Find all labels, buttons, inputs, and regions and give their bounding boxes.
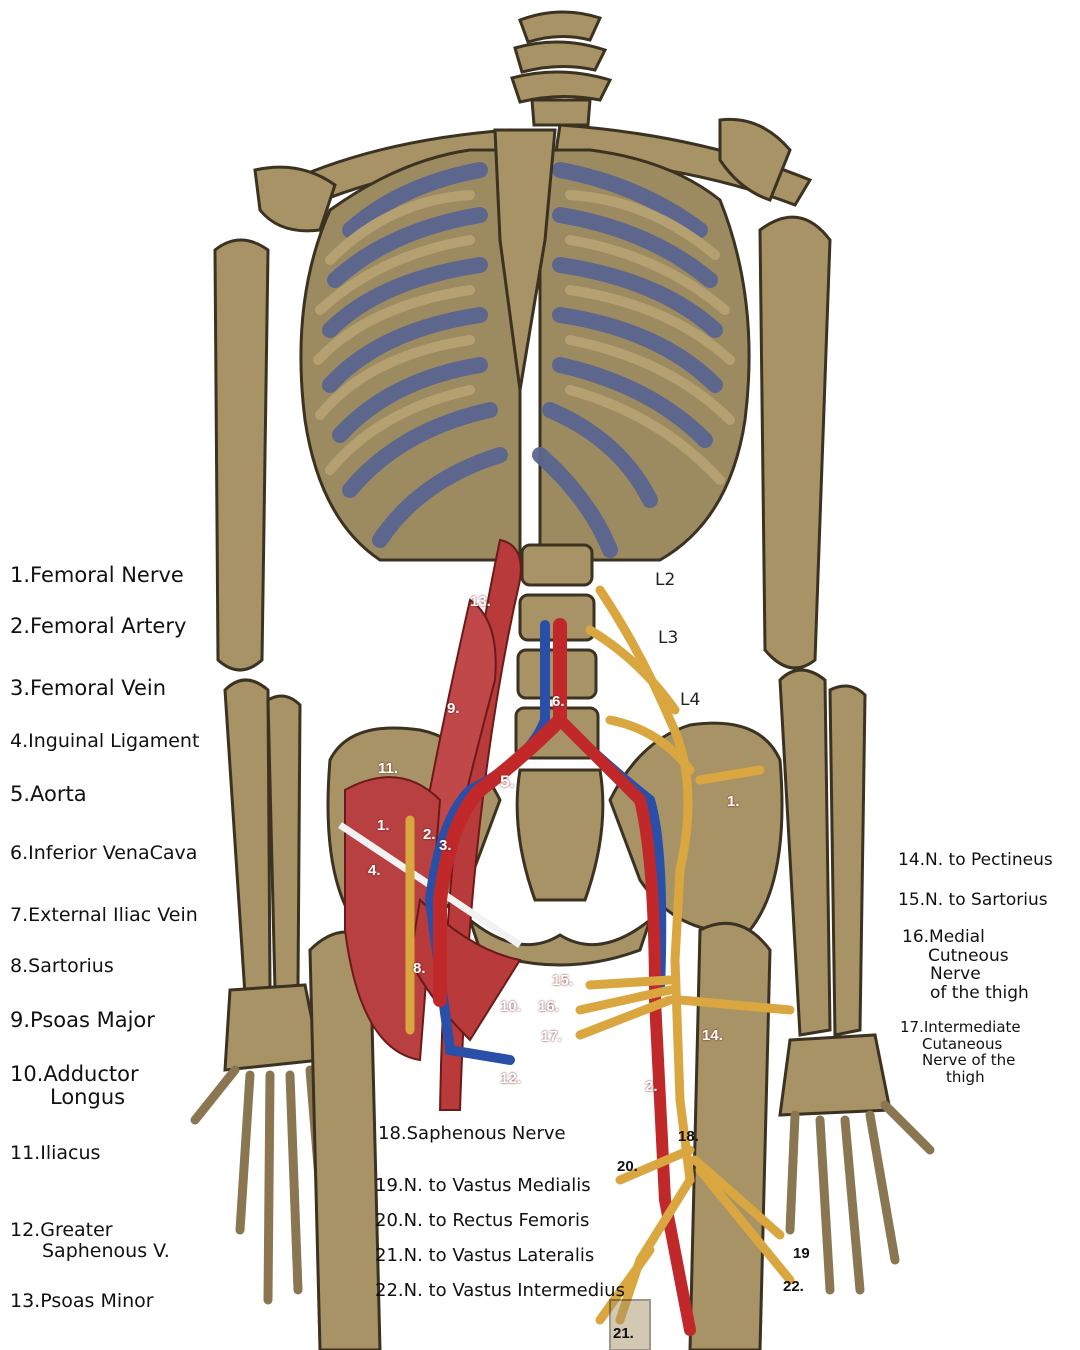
thigh-bones-lower — [609, 1299, 651, 1350]
legend-inguinal-ligament: 4.Inguinal Ligament — [10, 730, 200, 752]
marker-1-right: 1. — [727, 793, 740, 810]
legend-femoral-vein: 3.Femoral Vein — [10, 676, 167, 700]
vertebra-label-l4: L4 — [680, 690, 701, 710]
marker-10: 10. — [500, 998, 521, 1015]
legend-saphenous-nerve: 18.Saphenous Nerve — [378, 1123, 566, 1144]
legend-intermediate-cutaneous-nerve: 17.Intermediate Cutaneous Nerve of the t… — [900, 1018, 1021, 1086]
marker-2: 2. — [423, 826, 436, 843]
marker-13: 13. — [470, 593, 491, 610]
legend-psoas-major: 9.Psoas Major — [10, 1008, 155, 1032]
marker-5: 5. — [500, 772, 515, 791]
legend-psoas-minor: 13.Psoas Minor — [10, 1290, 154, 1312]
femurs — [308, 921, 772, 1350]
vessels — [424, 618, 696, 1336]
marker-11: 11. — [378, 760, 399, 777]
marker-12: 12. — [500, 1070, 521, 1087]
legend-n-to-rectus-femoris: 20.N. to Rectus Femoris — [375, 1210, 590, 1231]
lumbar-spine — [514, 543, 600, 760]
legend-medial-cutaneous-nerve: 16.Medial Cutneous Nerve of the thigh — [902, 927, 1029, 1004]
right-hand — [785, 1100, 935, 1295]
marker-2-lower: 2. — [645, 1078, 658, 1095]
vertebra-label-l3: L3 — [658, 628, 679, 648]
marker-18: 18. — [678, 1128, 699, 1145]
marker-3: 3. — [439, 837, 452, 854]
marker-4: 4. — [368, 862, 381, 879]
left-arm — [213, 238, 322, 1072]
legend-n-to-vastus-intermedius: 22.N. to Vastus Intermedius — [375, 1280, 625, 1301]
marker-22: 22. — [783, 1278, 804, 1295]
legend-n-to-vastus-medialis: 19.N. to Vastus Medialis — [375, 1175, 591, 1196]
femoral-nerve — [405, 585, 795, 1325]
legend-inferior-vena-cava: 6.Inferior VenaCava — [10, 842, 198, 864]
marker-20: 20. — [617, 1158, 638, 1175]
marker-17: 17. — [541, 1028, 562, 1045]
legend-sartorius: 8.Sartorius — [10, 955, 114, 977]
legend-greater-saphenous: 12.Greater Saphenous V. — [10, 1219, 170, 1262]
rib-cage — [299, 128, 751, 562]
legend-n-to-pectineus: 14.N. to Pectineus — [898, 850, 1053, 870]
left-hand — [190, 1065, 330, 1305]
marker-16: 16. — [538, 998, 559, 1015]
marker-14: 14. — [702, 1027, 723, 1044]
marker-9: 9. — [447, 700, 460, 717]
marker-21: 21. — [613, 1325, 634, 1342]
legend-external-iliac-vein: 7.External Iliac Vein — [10, 904, 198, 926]
marker-15: 15. — [552, 972, 573, 989]
right-arm — [758, 215, 892, 1117]
marker-6: 6. — [552, 693, 565, 710]
vertebra-label-l2: L2 — [655, 570, 676, 590]
muscles — [344, 538, 522, 1111]
legend-iliacus: 11.Iliacus — [10, 1142, 101, 1164]
marker-1-left: 1. — [377, 817, 390, 834]
legend-n-to-vastus-lateralis: 21.N. to Vastus Lateralis — [375, 1245, 595, 1266]
legend-aorta: 5.Aorta — [10, 782, 87, 806]
legend-n-to-sartorius: 15.N. to Sartorius — [898, 890, 1048, 910]
legend-adductor-longus: 10.Adductor Longus — [10, 1062, 139, 1110]
legend-femoral-nerve: 1.Femoral Nerve — [10, 563, 184, 587]
cervical-spine — [510, 10, 613, 127]
marker-8: 8. — [413, 960, 426, 977]
legend-femoral-artery: 2.Femoral Artery — [10, 614, 187, 638]
marker-19: 19 — [793, 1245, 810, 1262]
